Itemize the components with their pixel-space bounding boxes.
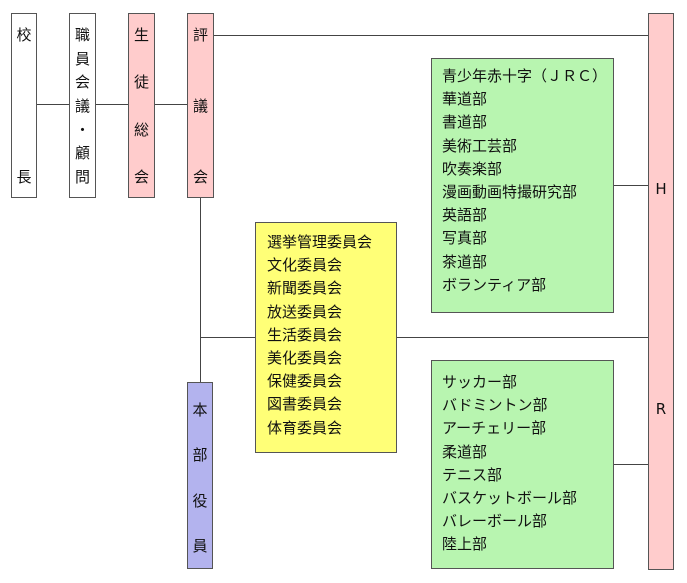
executive-box: 本 部 役 員 bbox=[187, 382, 213, 569]
committee-list: 選挙管理委員会 文化委員会 新聞委員会 放送委員会 生活委員会 美化委員会 保健… bbox=[255, 222, 397, 453]
culture-club-item: 漫画動画特撮研究部 bbox=[442, 183, 578, 202]
culture-club-item: 英語部 bbox=[442, 206, 488, 225]
hr-box: H R bbox=[648, 13, 674, 570]
committee-item: 生活委員会 bbox=[267, 325, 343, 344]
general-assembly-char: 総 bbox=[133, 120, 149, 139]
sports-club-list: サッカー部 バドミントン部 アーチェリー部 柔道部 テニス部 バスケットボール部… bbox=[431, 360, 614, 569]
sports-club-item: バドミントン部 bbox=[442, 396, 548, 415]
connector-line bbox=[200, 337, 255, 338]
principal-char: 校 bbox=[16, 26, 32, 44]
general-assembly-box: 生 徒 総 会 bbox=[128, 13, 155, 198]
culture-club-item: 吹奏楽部 bbox=[442, 159, 503, 178]
sports-club-item: アーチェリー部 bbox=[442, 419, 547, 438]
committee-item: 美化委員会 bbox=[267, 349, 343, 368]
general-assembly-char: 徒 bbox=[133, 73, 149, 92]
committee-item: 保健委員会 bbox=[267, 372, 343, 391]
executive-char: 本 bbox=[192, 401, 208, 419]
connector-line bbox=[396, 337, 649, 338]
culture-club-item: 写真部 bbox=[442, 229, 488, 248]
committee-item: 文化委員会 bbox=[267, 256, 343, 275]
staff-council-char: ・ bbox=[74, 120, 90, 139]
culture-club-item: 書道部 bbox=[442, 113, 488, 132]
culture-club-item: ボランティア部 bbox=[442, 275, 547, 294]
sports-club-item: 柔道部 bbox=[442, 442, 488, 461]
connector-line bbox=[95, 104, 129, 105]
council-char: 評 bbox=[192, 26, 208, 44]
staff-council-char: 員 bbox=[74, 49, 90, 68]
staff-council-char: 顧 bbox=[74, 144, 90, 163]
committee-item: 図書委員会 bbox=[267, 395, 343, 414]
connector-line bbox=[36, 104, 70, 105]
culture-club-item: 青少年赤十字（ＪＲＣ） bbox=[442, 67, 608, 85]
connector-line bbox=[154, 104, 188, 105]
general-assembly-char: 生 bbox=[133, 26, 149, 44]
sports-club-item: テニス部 bbox=[442, 465, 503, 484]
sports-club-item: 陸上部 bbox=[442, 535, 488, 554]
executive-char: 部 bbox=[192, 446, 208, 465]
staff-council-char: 職 bbox=[74, 26, 90, 44]
executive-char: 員 bbox=[192, 536, 208, 555]
culture-club-item: 華道部 bbox=[442, 90, 488, 109]
committee-item: 体育委員会 bbox=[267, 418, 343, 437]
connector-line bbox=[200, 197, 201, 383]
general-assembly-char: 会 bbox=[133, 167, 149, 186]
staff-council-char: 会 bbox=[74, 73, 90, 92]
staff-council-char: 問 bbox=[74, 167, 90, 186]
council-char: 議 bbox=[192, 97, 208, 115]
committee-item: 新聞委員会 bbox=[267, 279, 343, 298]
principal-char: 長 bbox=[16, 168, 32, 186]
committee-item: 放送委員会 bbox=[267, 302, 343, 321]
hr-char: R bbox=[655, 400, 667, 418]
culture-club-item: 美術工芸部 bbox=[442, 136, 518, 155]
connector-line bbox=[213, 35, 649, 36]
culture-club-item: 茶道部 bbox=[442, 252, 488, 271]
staff-council-char: 議 bbox=[74, 96, 90, 115]
culture-club-list: 青少年赤十字（ＪＲＣ） 華道部 書道部 美術工芸部 吹奏楽部 漫画動画特撮研究部… bbox=[431, 58, 614, 313]
connector-line bbox=[613, 185, 649, 186]
sports-club-item: バレーボール部 bbox=[442, 512, 548, 531]
committee-item: 選挙管理委員会 bbox=[267, 233, 373, 251]
council-char: 会 bbox=[192, 168, 208, 186]
sports-club-item: バスケットボール部 bbox=[442, 489, 578, 508]
council-box: 評 議 会 bbox=[187, 13, 214, 198]
hr-char: H bbox=[655, 180, 667, 198]
sports-club-item: サッカー部 bbox=[442, 373, 518, 391]
connector-line bbox=[613, 464, 649, 465]
executive-char: 役 bbox=[192, 491, 208, 510]
principal-box: 校 長 bbox=[11, 13, 37, 198]
staff-council-box: 職 員 会 議 ・ 顧 問 bbox=[69, 13, 96, 198]
